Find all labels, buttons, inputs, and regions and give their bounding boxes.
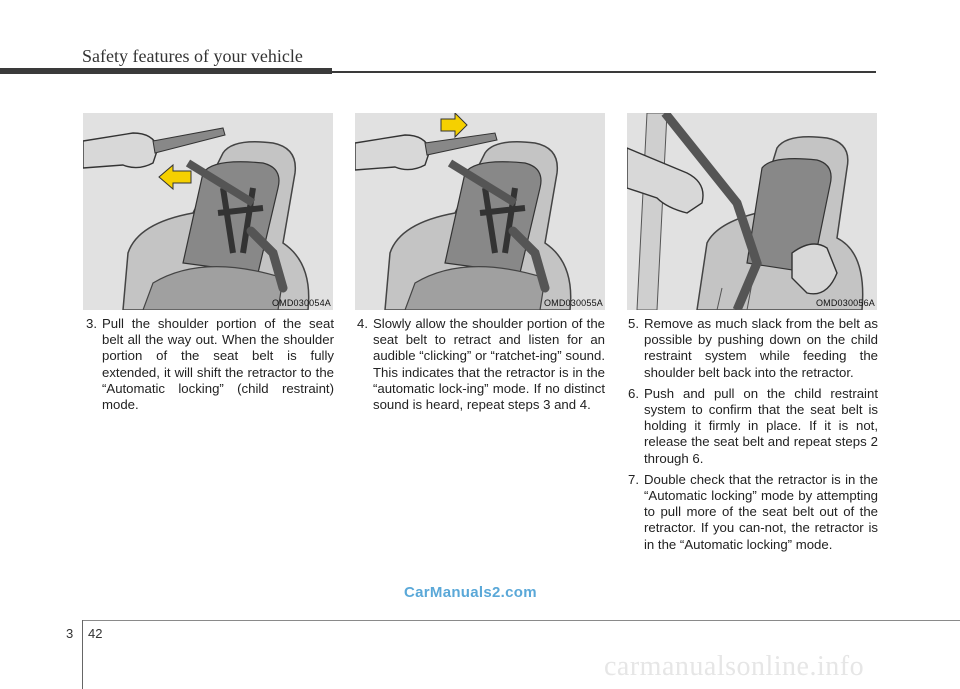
header-rule-thin [332,71,876,73]
step-text: Slowly allow the shoulder portion of the… [373,316,605,413]
seat-illustration-2 [355,113,572,310]
page-header-title: Safety features of your vehicle [82,46,303,66]
page-number: 42 [88,626,103,641]
step-item: 5. Remove as much slack from the belt as… [628,316,878,381]
figure-retract-belt: OMD030055A [355,113,605,310]
step-item: 6. Push and pull on the child restraint … [628,386,878,467]
steps-column-3: 5. Remove as much slack from the belt as… [628,316,878,558]
step-number: 6. [628,385,639,401]
seat-illustration-1 [83,127,310,310]
figure-pull-belt: OMD030054A [83,113,333,310]
header-rule [0,68,332,74]
chapter-number: 3 [66,626,74,641]
footer-site-watermark: carmanualsonline.info [604,651,865,682]
figure-remove-slack: OMD030056A [627,113,877,310]
footer-rule [82,620,960,621]
steps-column-1: 3. Pull the shoulder portion of the seat… [86,316,334,418]
step-item: 3. Pull the shoulder portion of the seat… [86,316,334,413]
step-text: Remove as much slack from the belt as po… [644,316,878,380]
step-item: 7. Double check that the retractor is in… [628,472,878,553]
figure-code: OMD030056A [815,298,875,308]
step-number: 7. [628,471,639,487]
step-number: 4. [357,316,368,331]
step-text: Double check that the retractor is in th… [644,471,878,552]
step-number: 5. [628,316,639,331]
figure-code: OMD030054A [271,298,331,308]
steps-column-2: 4. Slowly allow the shoulder portion of … [357,316,605,418]
footer-divider [82,620,83,689]
watermark-link[interactable]: CarManuals2.com [404,584,537,601]
step-item: 4. Slowly allow the shoulder portion of … [357,316,605,413]
step-number: 3. [86,316,97,331]
step-text: Push and pull on the child restraint sys… [644,385,878,466]
seat-illustration-3 [627,113,864,310]
step-text: Pull the shoulder portion of the seat be… [102,316,334,413]
figure-code: OMD030055A [543,298,603,308]
